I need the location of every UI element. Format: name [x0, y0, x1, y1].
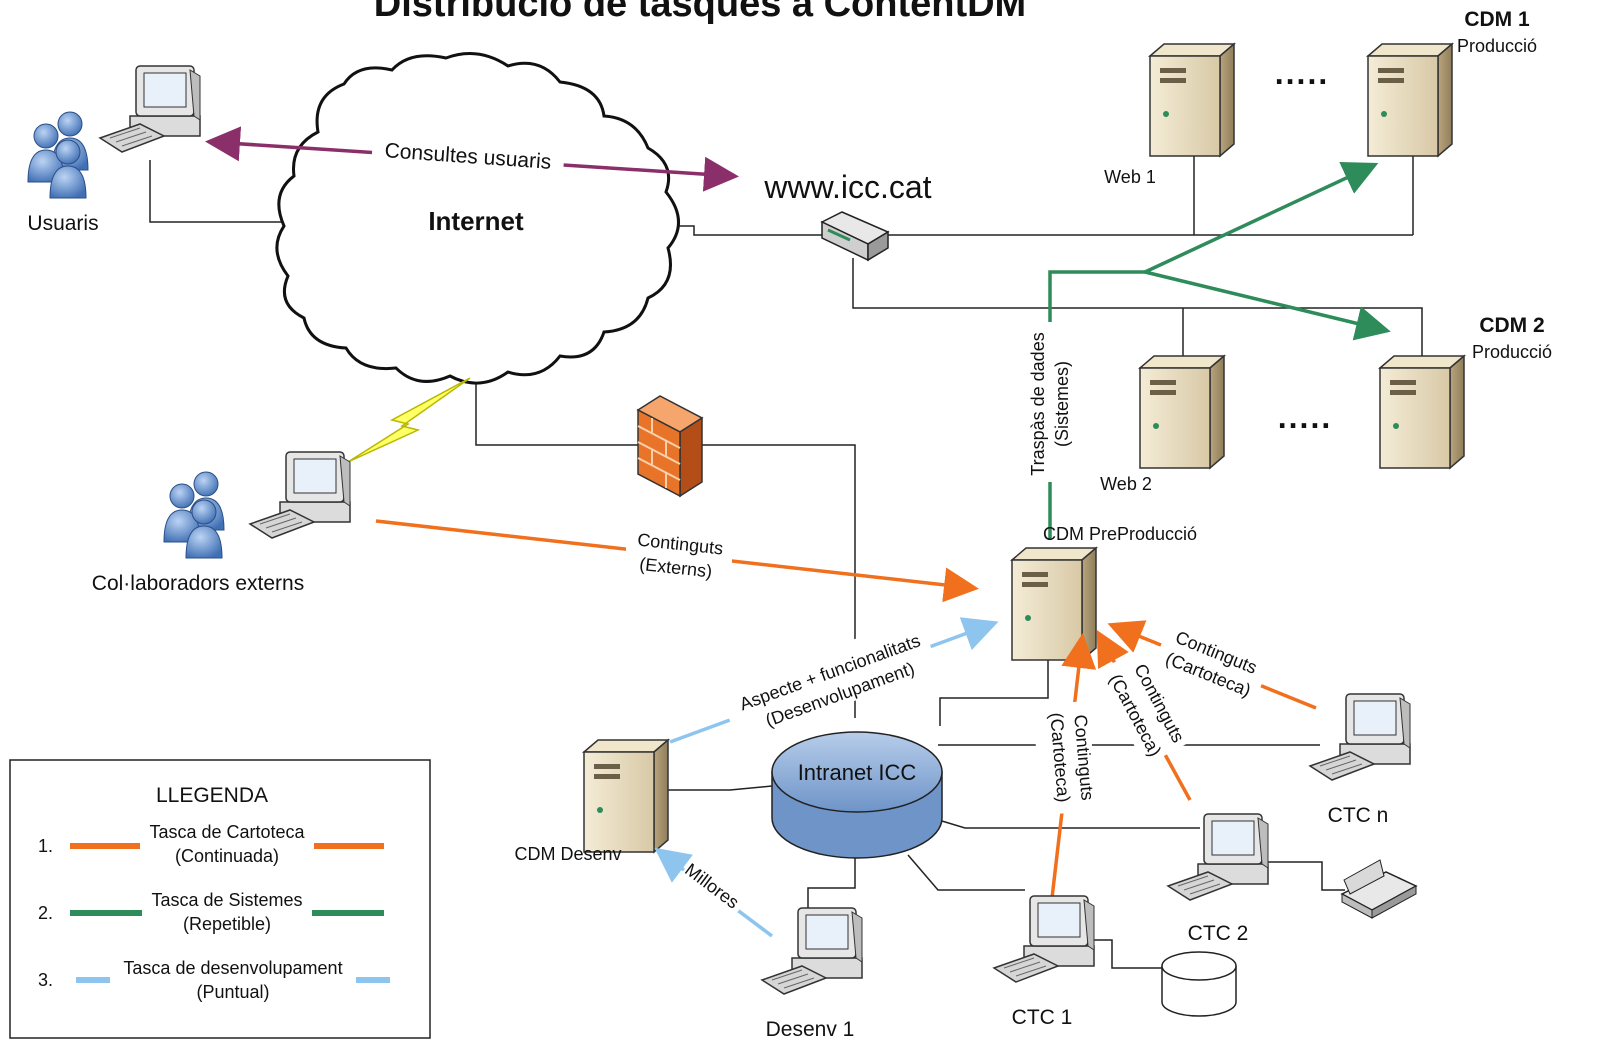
router-icon — [820, 211, 890, 262]
legend-item-1-num: 1. — [38, 836, 53, 856]
cdm2-server-icon — [1379, 355, 1465, 469]
cdm-preproduccio-server-icon — [1011, 547, 1097, 661]
cart-c-label-bg — [1032, 700, 1098, 816]
ctc1-pc-icon — [993, 895, 1095, 983]
ellipsis-mid: ..... — [1278, 399, 1332, 435]
aspecte-label-bg — [718, 615, 940, 744]
cdm2-role: Producció — [1472, 342, 1552, 362]
cdm1-name: CDM 1 — [1464, 8, 1530, 31]
storage-drum-icon — [1161, 951, 1237, 1017]
millores-label: Millores — [681, 859, 743, 912]
legend-item-2-num: 2. — [38, 903, 53, 923]
legend-item-2-label: Tasca de Sistemes — [151, 890, 302, 910]
cdm-desenv-label: CDM Desenv — [514, 844, 621, 864]
consultes-label-bg — [371, 135, 565, 177]
web1-label: Web 1 — [1104, 167, 1156, 187]
ctc1-label: CTC 1 — [1012, 1006, 1073, 1029]
intranet-label: Intranet ICC — [798, 760, 917, 785]
legend-item-1-label: Tasca de Cartoteca — [149, 822, 305, 842]
desenv1-label: Desenv 1 — [766, 1018, 855, 1041]
legend-item-3-num: 3. — [38, 970, 53, 990]
legend-item-2-sub: (Repetible) — [183, 914, 271, 934]
traspas-label-bg — [1024, 322, 1080, 482]
cdm2-name: CDM 2 — [1479, 314, 1544, 337]
collaboradors-label: Col·laboradors externs — [92, 572, 304, 595]
cart-a-label-bg — [1151, 617, 1273, 709]
ctc2-pc-icon — [1167, 813, 1269, 901]
legend-item-1-sub: (Continuada) — [175, 846, 279, 866]
cdm-desenv-server-icon — [583, 739, 669, 853]
ctcn-label: CTC n — [1328, 804, 1389, 827]
cart-b-label-bg — [1095, 646, 1195, 766]
scanner-icon — [1340, 859, 1418, 919]
web1-server-icon — [1149, 43, 1235, 157]
cdm-preproduccio-label: CDM PreProducció — [1043, 524, 1197, 544]
firewall-icon — [636, 395, 704, 498]
millores-label-bg — [680, 857, 748, 916]
internet-label: Internet — [428, 206, 524, 236]
intranet-cylinder — [771, 731, 943, 859]
web2-server-icon — [1139, 355, 1225, 469]
ctcn-pc-icon — [1309, 693, 1411, 781]
diagram-title: Distribució de tasques a ContentDM — [374, 0, 1026, 25]
usuaris-label: Usuaris — [27, 212, 98, 235]
traspas-label-2: (Sistemes) — [1052, 361, 1072, 447]
network-links — [149, 155, 1423, 969]
usuaris-people-icon — [27, 111, 89, 199]
legend-item-3-sub: (Puntual) — [196, 982, 269, 1002]
desenv1-pc-icon — [761, 907, 863, 995]
ellipsis-top: ..... — [1275, 55, 1329, 91]
cdm1-server-icon — [1367, 43, 1453, 157]
legend-title: LLEGENDA — [156, 784, 268, 807]
legend-box — [9, 759, 431, 1039]
ctc2-label: CTC 2 — [1188, 922, 1249, 945]
website-label: www.icc.cat — [763, 169, 931, 205]
wireless-link-icon — [347, 377, 471, 463]
legend: LLEGENDA 1. Tasca de Cartoteca (Continua… — [9, 759, 431, 1039]
web2-label: Web 2 — [1100, 474, 1152, 494]
traspas-label-1: Traspàs de dades — [1028, 332, 1048, 475]
collaboradors-people-icon — [163, 471, 225, 559]
cdm1-role: Producció — [1457, 36, 1537, 56]
collaboradors-pc-icon — [249, 451, 351, 539]
legend-item-3-label: Tasca de desenvolupament — [123, 958, 342, 978]
continguts-externs-label-bg — [626, 530, 732, 584]
usuaris-pc-icon — [99, 65, 201, 153]
